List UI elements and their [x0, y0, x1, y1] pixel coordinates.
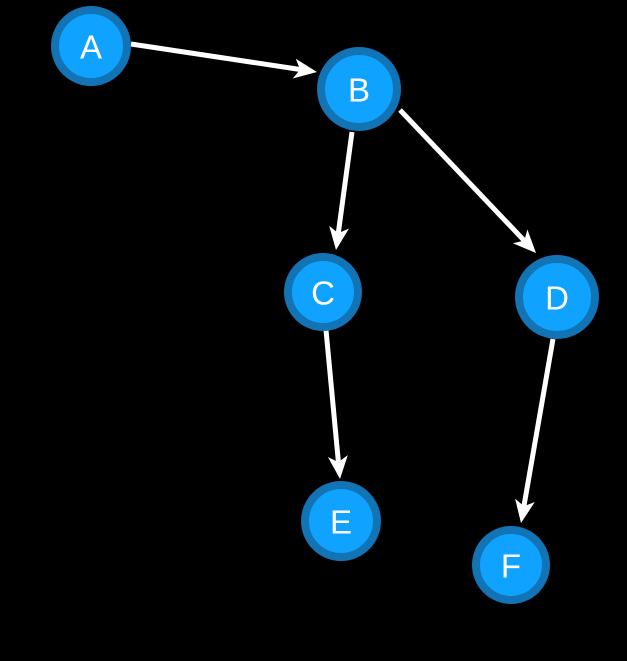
node-layer: A B C D E F: [51, 6, 599, 604]
node-label: B: [348, 72, 370, 109]
node-d[interactable]: D: [515, 255, 599, 339]
edge-layer: [130, 41, 556, 523]
arrowhead-icon: [515, 498, 535, 523]
node-circle[interactable]: [515, 255, 599, 339]
node-circle[interactable]: [284, 253, 362, 331]
edge-line: [130, 41, 301, 72]
edge-b-c[interactable]: [329, 131, 355, 250]
node-a[interactable]: A: [51, 6, 131, 86]
node-e[interactable]: E: [301, 481, 381, 561]
edge-line: [335, 131, 355, 234]
node-label: F: [501, 548, 521, 585]
node-f[interactable]: F: [472, 526, 550, 604]
node-c[interactable]: C: [284, 253, 362, 331]
edge-c-e[interactable]: [323, 329, 348, 479]
node-circle[interactable]: [472, 526, 550, 604]
arrowhead-icon: [292, 58, 317, 79]
edge-line: [521, 338, 556, 507]
edge-line: [398, 108, 527, 243]
node-circle[interactable]: [317, 47, 401, 131]
edge-a-b[interactable]: [130, 41, 317, 79]
edge-b-d[interactable]: [398, 108, 536, 253]
arrowhead-icon: [327, 455, 348, 479]
node-circle[interactable]: [301, 481, 381, 561]
node-label: D: [545, 280, 569, 317]
edge-d-f[interactable]: [515, 338, 556, 523]
arrowhead-icon: [512, 229, 536, 253]
node-b[interactable]: B: [317, 47, 401, 131]
node-label: E: [330, 504, 352, 541]
arrowhead-icon: [329, 225, 349, 250]
edge-line: [323, 329, 341, 463]
node-label: A: [80, 29, 102, 66]
node-circle[interactable]: [51, 6, 131, 86]
node-label: C: [311, 275, 335, 312]
